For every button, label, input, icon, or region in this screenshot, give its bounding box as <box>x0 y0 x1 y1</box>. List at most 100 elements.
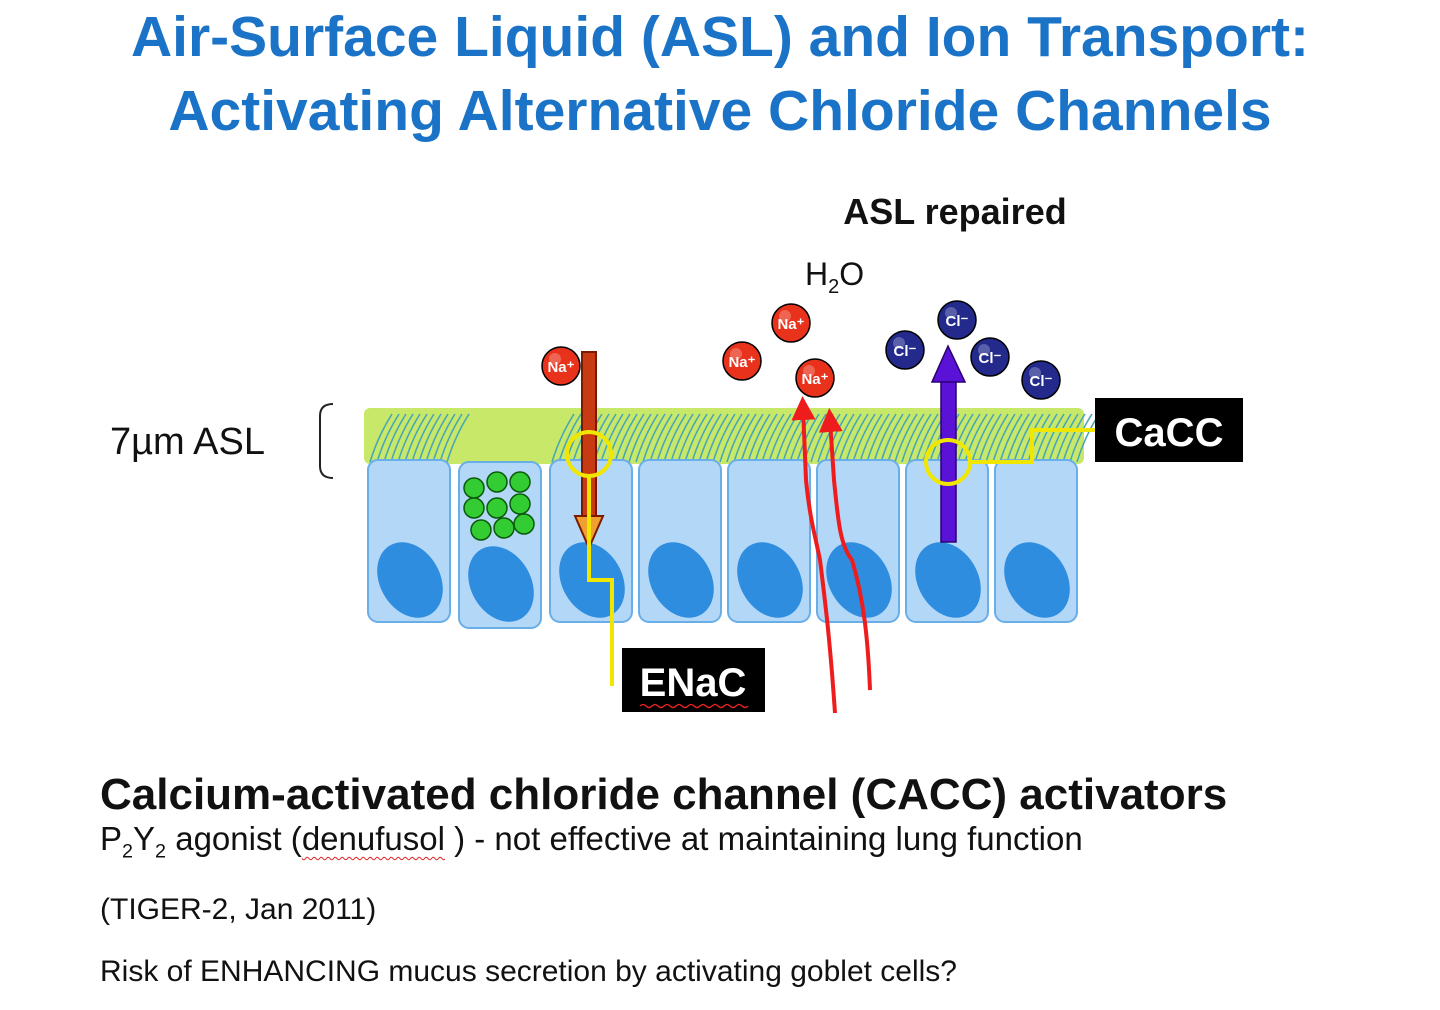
svg-text:Cl⁻: Cl⁻ <box>1030 373 1053 390</box>
cacc-label-box <box>1095 398 1243 462</box>
enac-label: ENaC <box>640 661 747 705</box>
cilium <box>964 413 988 463</box>
svg-text:Cl⁻: Cl⁻ <box>979 350 1002 367</box>
cilium <box>733 413 757 463</box>
cilium <box>656 413 680 463</box>
cilium <box>418 413 442 463</box>
cell-nucleus <box>737 542 803 618</box>
cell-nucleus <box>1004 542 1070 618</box>
risk-question: Risk of ENHANCING mucus secretion by act… <box>100 955 957 988</box>
sodium-ion: Na⁺ <box>722 341 762 381</box>
cell-nucleus <box>468 546 534 622</box>
svg-text:Na⁺: Na⁺ <box>777 316 804 333</box>
cilium <box>1034 413 1058 463</box>
cilium <box>971 413 995 463</box>
mucus-granule <box>486 497 508 519</box>
cell-nucleus <box>915 542 981 618</box>
cilium <box>999 413 1023 463</box>
svg-text:Cl⁻: Cl⁻ <box>946 313 969 330</box>
chloride-ion: Cl⁻ <box>937 300 977 340</box>
cilium <box>411 413 435 463</box>
svg-text:Cl⁻: Cl⁻ <box>894 343 917 360</box>
cilium <box>1006 413 1030 463</box>
cilium <box>845 413 869 463</box>
water-label: H2O <box>805 256 864 298</box>
cilium <box>740 413 764 463</box>
chloride-ion: Cl⁻ <box>1021 360 1061 400</box>
cacc-cl-arrow <box>930 344 967 543</box>
cilium <box>551 413 575 463</box>
cilium <box>761 413 785 463</box>
epithelium-diagram: 7µm ASL ENaC CaCC ASL repaired H2O Na⁺Na… <box>110 191 1243 714</box>
sodium-ion: Na⁺ <box>771 303 811 343</box>
cilium <box>901 413 925 463</box>
sodium-ion: Na⁺ <box>795 358 835 398</box>
mucus-granule <box>463 477 485 499</box>
p2y2-agonist-line: P2Y2 agonist (denufusol ) - not effectiv… <box>100 820 1083 863</box>
cilium <box>859 413 883 463</box>
trial-reference: (TIGER-2, Jan 2011) <box>100 893 377 926</box>
cilium <box>852 413 876 463</box>
cilium <box>796 413 820 463</box>
cilium <box>887 413 911 463</box>
cilium <box>383 413 407 463</box>
cilium <box>1069 413 1093 463</box>
cilium <box>684 413 708 463</box>
cilium <box>705 413 729 463</box>
sodium-ion: Na⁺ <box>541 346 581 386</box>
cilium <box>894 413 918 463</box>
ions: Na⁺ Na⁺ Na⁺ Na⁺ Cl⁻ Cl⁻ Cl⁻ Cl⁻ <box>541 300 1061 400</box>
title-line-1: Air-Surface Liquid (ASL) and Ion Transpo… <box>130 5 1310 69</box>
svg-text:Na⁺: Na⁺ <box>801 371 828 388</box>
cell-nucleus <box>377 542 443 618</box>
cilium <box>1041 413 1065 463</box>
mucus-granule <box>486 471 508 493</box>
cilium <box>670 413 694 463</box>
cilium <box>628 413 652 463</box>
cilium <box>908 413 932 463</box>
goblet-cell-mucus-granules <box>463 471 535 541</box>
cilium <box>698 413 722 463</box>
cilium <box>1062 413 1086 463</box>
mucus-granule <box>513 513 535 535</box>
cilium <box>747 413 771 463</box>
chloride-ion: Cl⁻ <box>885 330 925 370</box>
mucus-granule <box>470 519 492 541</box>
cilium <box>600 413 624 463</box>
cilium <box>677 413 701 463</box>
asl-height-label: 7µm ASL <box>110 421 265 463</box>
cilium <box>880 413 904 463</box>
cilium <box>432 413 456 463</box>
cilium <box>719 413 743 463</box>
cilium <box>425 413 449 463</box>
cilium <box>390 413 414 463</box>
cilium <box>1055 413 1079 463</box>
cilium <box>614 413 638 463</box>
cilium <box>992 413 1016 463</box>
cilium <box>635 413 659 463</box>
cilium <box>376 413 400 463</box>
cacc-label: CaCC <box>1115 411 1224 455</box>
cilium <box>397 413 421 463</box>
svg-text:Na⁺: Na⁺ <box>547 359 574 376</box>
cilium <box>726 413 750 463</box>
mucus-granule <box>509 493 531 515</box>
asl-repaired-label: ASL repaired <box>843 191 1066 232</box>
cilium <box>558 413 582 463</box>
title-line-2: Activating Alternative Chloride Channels <box>168 79 1272 143</box>
cilium <box>978 413 1002 463</box>
cell-nucleus <box>648 542 714 618</box>
cilium <box>1027 413 1051 463</box>
cilium <box>663 413 687 463</box>
cilium <box>369 413 393 463</box>
cilium <box>768 413 792 463</box>
drug-name: denufusol <box>301 820 445 857</box>
enac-leader-line <box>587 476 614 686</box>
chloride-ion: Cl⁻ <box>970 337 1010 377</box>
cilium <box>712 413 736 463</box>
enac-spell-squiggle <box>639 703 749 709</box>
paracellular-na-arrow-left <box>791 396 837 714</box>
cilium <box>446 413 470 463</box>
cilium <box>1048 413 1072 463</box>
mucus-granule <box>509 471 531 493</box>
